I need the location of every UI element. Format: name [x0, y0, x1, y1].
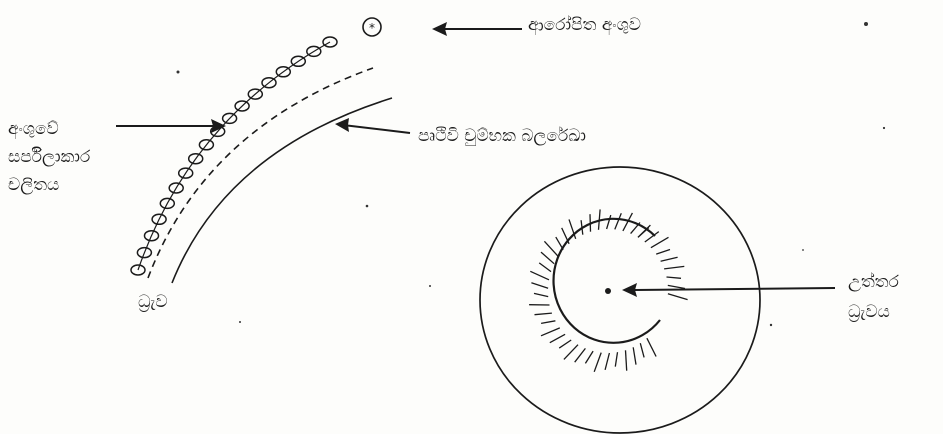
- spiral-guide-line: [138, 42, 330, 270]
- aurora-hatch-stroke: [664, 266, 684, 269]
- svg-text:*: *: [369, 21, 375, 35]
- aurora-hatch-stroke: [541, 321, 555, 324]
- aurora-hatch-stroke: [605, 353, 609, 370]
- aurora-hatch-stroke: [656, 250, 670, 255]
- aurora-hatch-stroke: [539, 263, 551, 272]
- aurora-hatch-stroke: [667, 277, 682, 278]
- aurora-hatch-stroke: [535, 313, 552, 315]
- aurora-hatch-stroke: [661, 257, 678, 261]
- label-spiral-line-1: අංශුවේ: [8, 117, 59, 141]
- aurora-hatch-stroke: [564, 345, 578, 360]
- aurora-hatch-stroke: [544, 241, 558, 256]
- aurora-hatch-stroke: [615, 352, 617, 366]
- aurora-hatch-stroke: [585, 351, 593, 363]
- aurora-hatch-stroke: [590, 214, 591, 232]
- label-spiral-line-2: සර්පිලාකාර: [8, 145, 90, 169]
- aurora-hatch-stroke: [626, 350, 627, 370]
- aurora-hatch-stroke: [631, 223, 640, 234]
- north-pole-dot: [605, 288, 611, 294]
- aurora-hatch-stroke: [633, 347, 636, 364]
- aurora-hatch-stroke: [607, 215, 611, 229]
- aurora-hatch-stroke: [531, 283, 548, 289]
- aurora-hatch-stroke: [541, 252, 554, 264]
- label-field-lines: පෘථිවි චුම්භක බලරේඛා: [418, 124, 586, 148]
- aurora-hatch-stroke: [668, 294, 688, 300]
- label-north-pole-line-1: උත්තර: [848, 270, 899, 294]
- label-pole: ධ්‍රැව: [138, 290, 168, 314]
- arrow-to-field-line: [335, 118, 410, 133]
- aurora-hatch-stroke: [556, 237, 563, 250]
- aurora-hatch-stroke: [615, 213, 622, 229]
- aurora-hatch-stroke: [550, 334, 565, 342]
- aurora-hatch-stroke: [647, 338, 656, 356]
- aurora-hatch-stroke: [581, 220, 583, 235]
- aurora-hatch-stroke: [559, 340, 571, 348]
- scan-specks: [177, 22, 886, 326]
- aurora-hatch-stroke: [640, 343, 644, 357]
- aurora-hatch-stroke: [530, 271, 549, 280]
- aurora-hatch-stroke: [651, 237, 669, 247]
- arrow-to-particle: [432, 22, 522, 36]
- label-spiral-line-3: චලිතය: [8, 173, 59, 197]
- label-north-pole-line-2: ධ්‍රැවය: [848, 300, 890, 324]
- aurora-oval-inner-arc: [554, 219, 660, 343]
- aurora-hatch-stroke: [668, 285, 685, 288]
- label-charged-particle: ආරෝපිත අංශුව: [528, 13, 641, 37]
- aurora-hatch-stroke: [599, 209, 601, 229]
- charged-particle-icon: *: [363, 18, 381, 36]
- aurora-hatch-stroke: [594, 353, 601, 372]
- spiral-motion-loops: [131, 37, 337, 275]
- field-line-dashed: [148, 68, 373, 278]
- aurora-hatch-stroke: [534, 293, 548, 296]
- arrow-to-north-pole: [622, 283, 835, 297]
- earth-circle: [480, 167, 760, 433]
- aurora-hatch-stroke: [541, 328, 560, 336]
- aurora-hatch-stroke: [562, 228, 569, 244]
- aurora-hatch-stroke: [575, 348, 586, 362]
- arrow-to-spiral: [116, 119, 226, 133]
